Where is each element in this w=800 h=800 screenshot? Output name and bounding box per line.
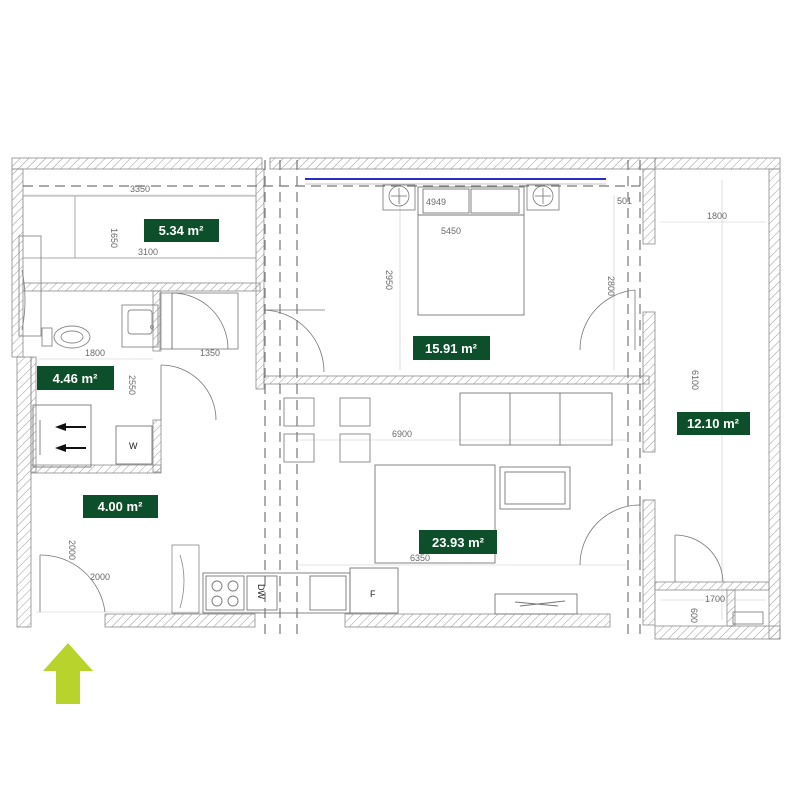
lamp-icon	[388, 185, 410, 207]
svg-text:12.10 m²: 12.10 m²	[687, 416, 740, 431]
bathtub	[32, 404, 92, 468]
bed	[417, 186, 525, 316]
shower-arrows-icon	[55, 423, 86, 452]
dim-6900: 6900	[392, 429, 412, 439]
bathroom-fixtures	[18, 235, 239, 350]
hall-wardrobe	[171, 544, 200, 614]
bathroom-door	[160, 292, 229, 421]
svg-text:15.91 m²: 15.91 m²	[425, 341, 478, 356]
area-label-balcony: 12.10 m²	[677, 412, 750, 435]
area-label-living: 23.93 m²	[419, 530, 497, 554]
area-label-storage: 5.34 m²	[144, 219, 219, 242]
dim-600: 600	[689, 608, 699, 623]
dim-501: 501	[617, 196, 632, 206]
rug-and-table	[374, 464, 571, 564]
dim-3350: 3350	[130, 184, 150, 194]
dishwasher-label: DW	[256, 584, 266, 599]
tv-stand	[494, 593, 578, 615]
nightstands	[382, 184, 560, 211]
svg-text:4.00 m²: 4.00 m²	[98, 499, 143, 514]
dim-1800-bath: 1800	[85, 348, 105, 358]
dining-table	[283, 397, 371, 463]
washer-label: W	[129, 441, 138, 451]
bedroom-door	[263, 289, 636, 373]
dim-1650: 1650	[109, 228, 119, 248]
washer	[115, 425, 153, 465]
dim-2550: 2550	[127, 375, 137, 395]
dim-2000-vertical: 2000	[67, 540, 77, 560]
cooktop-icon	[205, 575, 245, 611]
entrance-door	[39, 554, 106, 613]
sofa	[459, 392, 613, 446]
balcony-door	[674, 534, 764, 625]
dim-1800-balcony: 1800	[707, 211, 727, 221]
dim-6100: 6100	[690, 370, 700, 390]
toilet-icon	[53, 325, 91, 349]
living-door	[579, 504, 641, 566]
svg-text:4.46 m²: 4.46 m²	[53, 371, 98, 386]
sink-icon	[150, 325, 154, 329]
svg-text:23.93 m²: 23.93 m²	[432, 535, 485, 550]
dim-4949: 4949	[426, 197, 446, 207]
area-label-bathroom: 4.46 m²	[37, 366, 114, 390]
dim-3100: 3100	[138, 247, 158, 257]
fridge-label: F	[370, 589, 376, 599]
dim-2950: 2950	[384, 270, 394, 290]
storage-shelves	[22, 195, 257, 259]
dim-2000-horizontal: 2000	[90, 572, 110, 582]
dim-2800: 2800	[606, 276, 616, 296]
kitchen-counter	[202, 567, 399, 614]
svg-text:5.34 m²: 5.34 m²	[159, 223, 204, 238]
entrance-arrow-icon	[43, 643, 93, 704]
dim-1350: 1350	[200, 348, 220, 358]
dim-5450: 5450	[441, 226, 461, 236]
dim-6350: 6350	[410, 553, 430, 563]
area-label-hall: 4.00 m²	[83, 495, 158, 518]
area-label-bedroom: 15.91 m²	[413, 336, 490, 360]
dimension-labels: 3350 1650 3100 1800 1350 2550 2000 2000 …	[67, 184, 727, 623]
walls	[11, 157, 781, 640]
lamp-icon	[532, 185, 554, 207]
dim-1700: 1700	[705, 594, 725, 604]
